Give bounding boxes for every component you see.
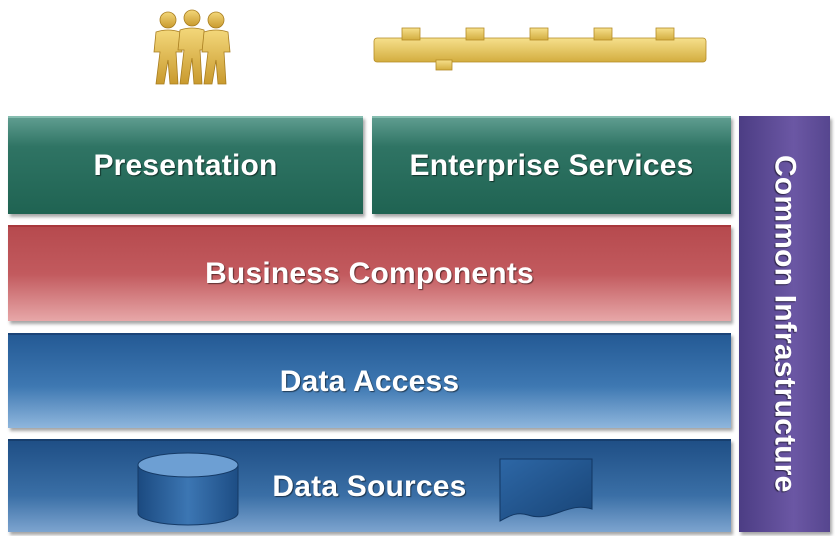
users-icon xyxy=(140,8,245,88)
presentation-label: Presentation xyxy=(93,149,278,182)
data-access-label: Data Access xyxy=(279,364,460,398)
document-icon xyxy=(498,457,594,525)
database-icon xyxy=(136,451,240,527)
enterprise-services-layer: Enterprise Services xyxy=(372,116,731,214)
data-sources-label: Data Sources xyxy=(272,469,467,503)
common-infrastructure-label: Common Infrastructure xyxy=(768,155,802,493)
data-sources-layer: Data Sources xyxy=(8,439,731,532)
business-components-label: Business Components xyxy=(205,257,534,290)
enterprise-services-label: Enterprise Services xyxy=(409,149,694,182)
presentation-layer: Presentation xyxy=(8,116,363,214)
service-bus-icon xyxy=(372,22,712,78)
common-infrastructure-layer: Common Infrastructure xyxy=(739,116,830,532)
data-access-layer: Data Access xyxy=(8,333,731,428)
business-components-layer: Business Components xyxy=(8,225,731,321)
